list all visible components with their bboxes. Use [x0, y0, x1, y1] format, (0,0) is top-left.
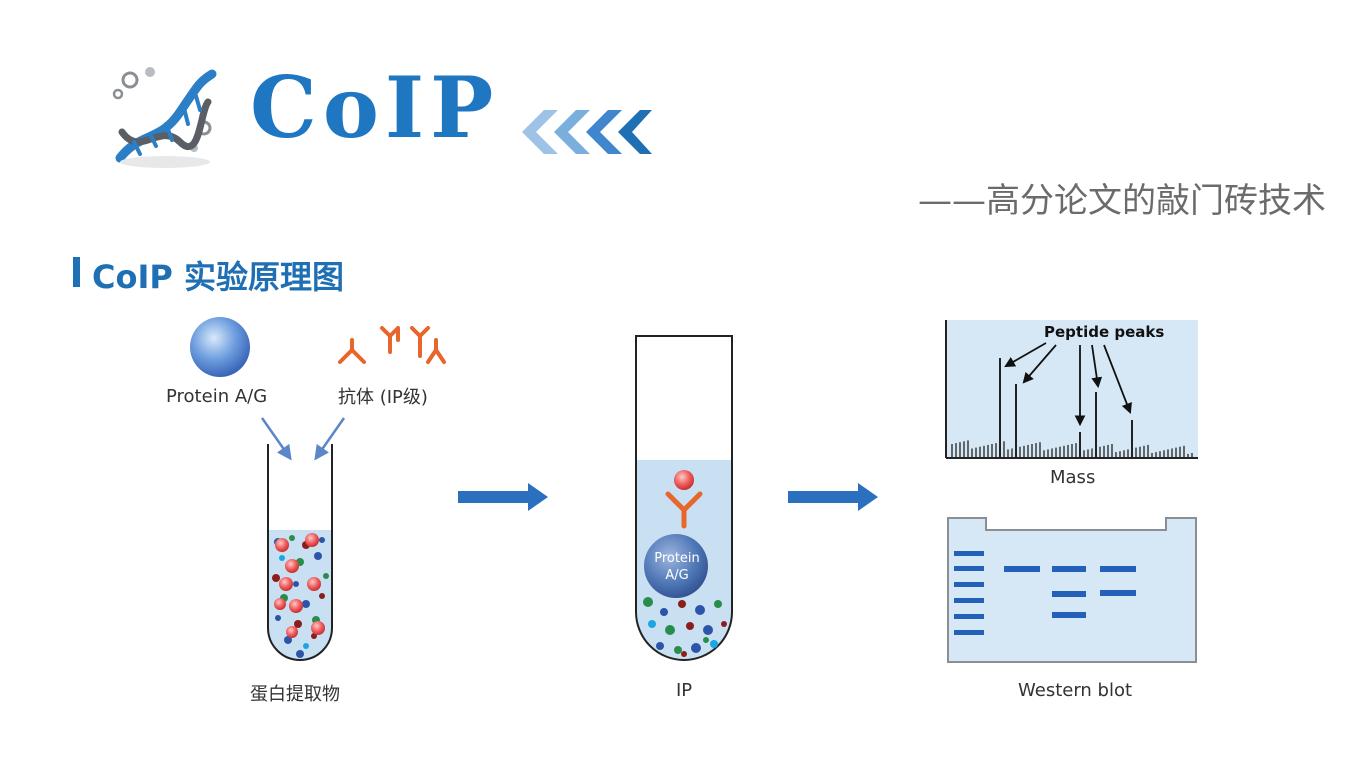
lysate-tube — [267, 444, 333, 661]
ip-antibody — [665, 491, 703, 529]
section-marker — [73, 257, 80, 287]
section-title: CoIP 实验原理图 — [92, 258, 344, 296]
dna-logo — [100, 62, 230, 174]
ip-particles — [643, 597, 727, 657]
lysate-particles — [272, 533, 329, 658]
protein-arrow — [260, 417, 292, 461]
flow-arrow-2 — [788, 483, 878, 511]
protein-ag-bead — [644, 534, 708, 598]
lysate-label: 蛋白提取物 — [250, 684, 340, 705]
subtitle: ——高分论文的敲门砖技术 — [918, 181, 1326, 221]
target-protein — [674, 470, 694, 490]
dna-icon — [112, 67, 217, 168]
mass-spectrum-panel — [945, 320, 1198, 459]
page-title: CoIP — [250, 58, 500, 157]
sample-bands — [1004, 566, 1136, 618]
ip-label: IP — [676, 680, 693, 701]
peak-arrows — [1004, 342, 1132, 427]
flow-arrow-1 — [458, 483, 548, 511]
bead-label-line2: A/G — [665, 568, 689, 583]
protein-ag-sphere — [190, 317, 250, 377]
peptide-peaks-label: Peptide peaks — [1044, 323, 1165, 341]
protein-ag-label: Protein A/G — [166, 386, 268, 407]
mass-label: Mass — [1050, 467, 1096, 488]
antibody-icons — [338, 326, 446, 364]
bead-label-line1: Protein — [654, 551, 700, 566]
antibody-label: 抗体 (IP级) — [338, 387, 428, 408]
antibody-arrow — [314, 417, 346, 461]
major-peaks — [999, 358, 1133, 458]
double-chevron-left-icon — [510, 108, 652, 156]
ladder-bands — [954, 551, 984, 635]
ip-tube — [635, 335, 733, 661]
western-blot-label: Western blot — [1018, 680, 1133, 701]
western-blot-panel — [947, 517, 1197, 663]
